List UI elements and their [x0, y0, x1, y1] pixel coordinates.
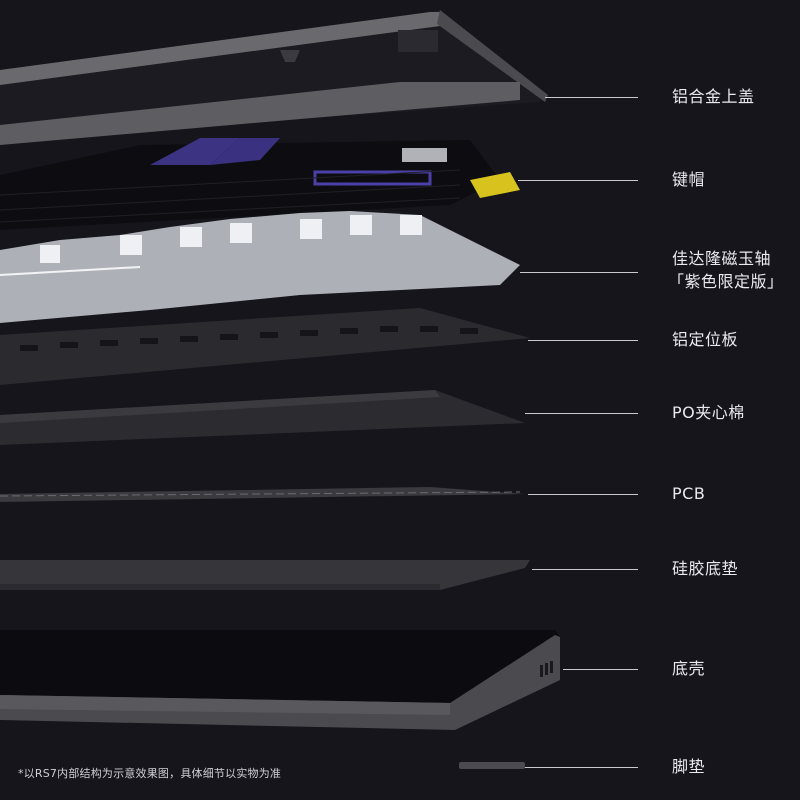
label-foot-pad: 脚垫: [672, 757, 706, 776]
keycaps-layer: [0, 110, 530, 230]
label-switches-line2: 「紫色限定版」: [668, 272, 784, 291]
label-keycaps: 键帽: [672, 170, 706, 189]
label-switches-line1: 佳达隆磁玉轴: [672, 249, 772, 268]
magnetic-switches-layer: [0, 205, 530, 325]
leader-line-plate: [528, 340, 638, 341]
label-foam: PO夹心棉: [672, 403, 745, 422]
aluminum-plate: [0, 300, 540, 390]
silicone-bottom-pad: [0, 558, 535, 598]
leader-line-foot-pad: [525, 767, 638, 768]
aluminum-top-cover: [0, 0, 560, 150]
leader-line-foam: [525, 413, 638, 414]
bottom-case: [0, 625, 565, 735]
foot-pad: [459, 761, 529, 771]
leader-line-pcb: [528, 494, 638, 495]
label-pcb: PCB: [672, 484, 706, 503]
label-bottom-case: 底壳: [672, 659, 706, 678]
label-silicone-pad: 硅胶底垫: [672, 559, 739, 578]
leader-line-keycaps: [518, 180, 638, 181]
leader-line-bottom-case: [563, 669, 638, 670]
pcb: [0, 486, 530, 506]
disclaimer-footnote: *以RS7内部结构为示意效果图，具体细节以实物为准: [18, 767, 282, 780]
po-foam: [0, 385, 530, 445]
leader-line-switches: [520, 272, 638, 273]
leader-line-top-cover: [545, 97, 638, 98]
label-top-cover: 铝合金上盖: [672, 87, 755, 106]
leader-line-silicone: [532, 569, 638, 570]
label-plate: 铝定位板: [672, 330, 739, 349]
